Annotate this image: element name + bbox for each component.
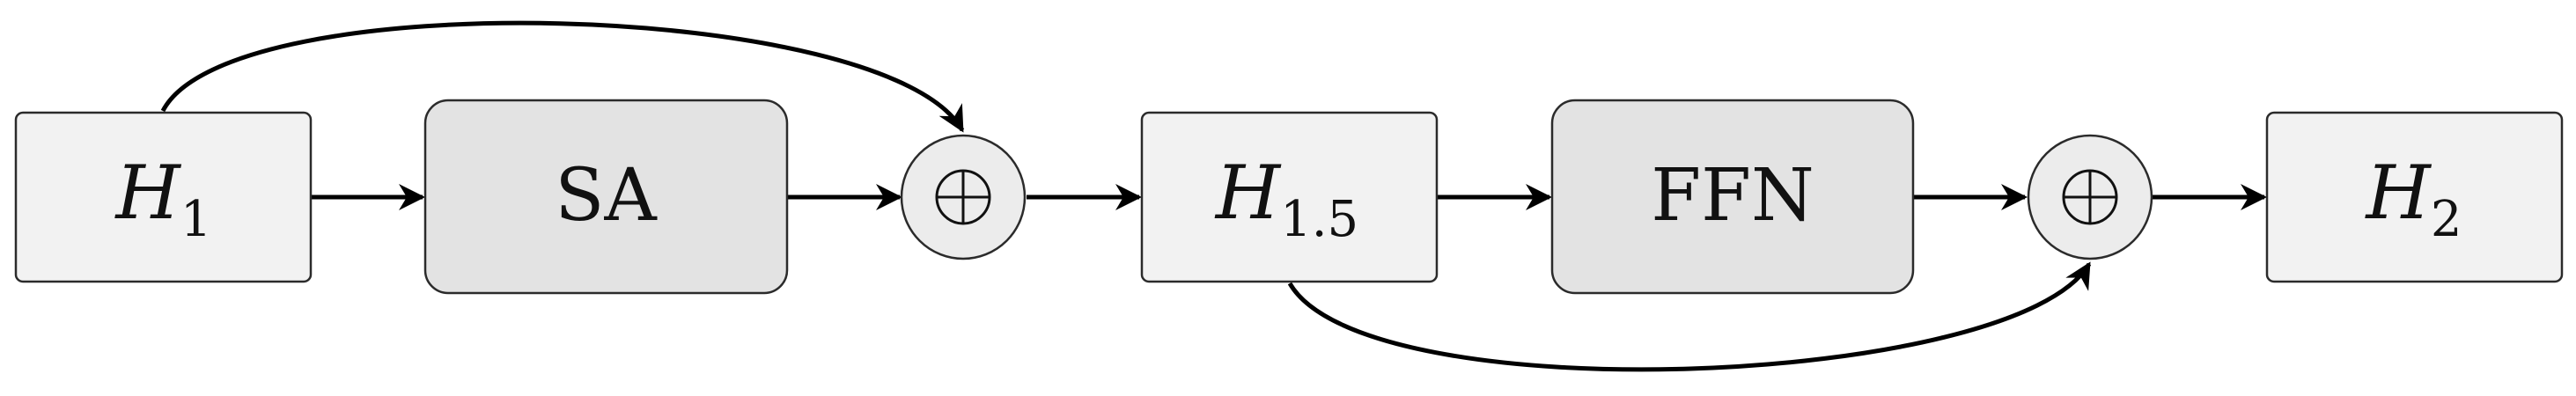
node-h1-symbol: H	[114, 150, 182, 236]
node-h15-symbol: H	[1214, 150, 1282, 236]
node-add1	[900, 134, 1027, 260]
skip-connection-h1-to-add1	[160, 20, 965, 133]
node-h1-subscript: 1	[180, 191, 212, 248]
node-ffn: FFN	[1550, 99, 1915, 295]
node-h2: H2	[2265, 111, 2564, 283]
node-sa-label: SA	[555, 154, 658, 238]
node-h2-symbol: H	[2365, 150, 2432, 236]
node-ffn-label: FFN	[1651, 154, 1814, 238]
node-h15-subscript: 1.5	[1280, 191, 1358, 248]
svg-text:H1.5: H1.5	[1214, 150, 1358, 248]
node-h1: H1	[14, 111, 313, 283]
svg-text:H2: H2	[2365, 150, 2462, 248]
skip-connection-h15-to-add2	[1287, 261, 2092, 372]
node-sa: SA	[423, 99, 789, 295]
node-h15: H1.5	[1140, 111, 1439, 283]
node-h2-subscript: 2	[2431, 191, 2462, 248]
svg-text:H1: H1	[114, 150, 212, 248]
node-add2	[2027, 134, 2153, 260]
